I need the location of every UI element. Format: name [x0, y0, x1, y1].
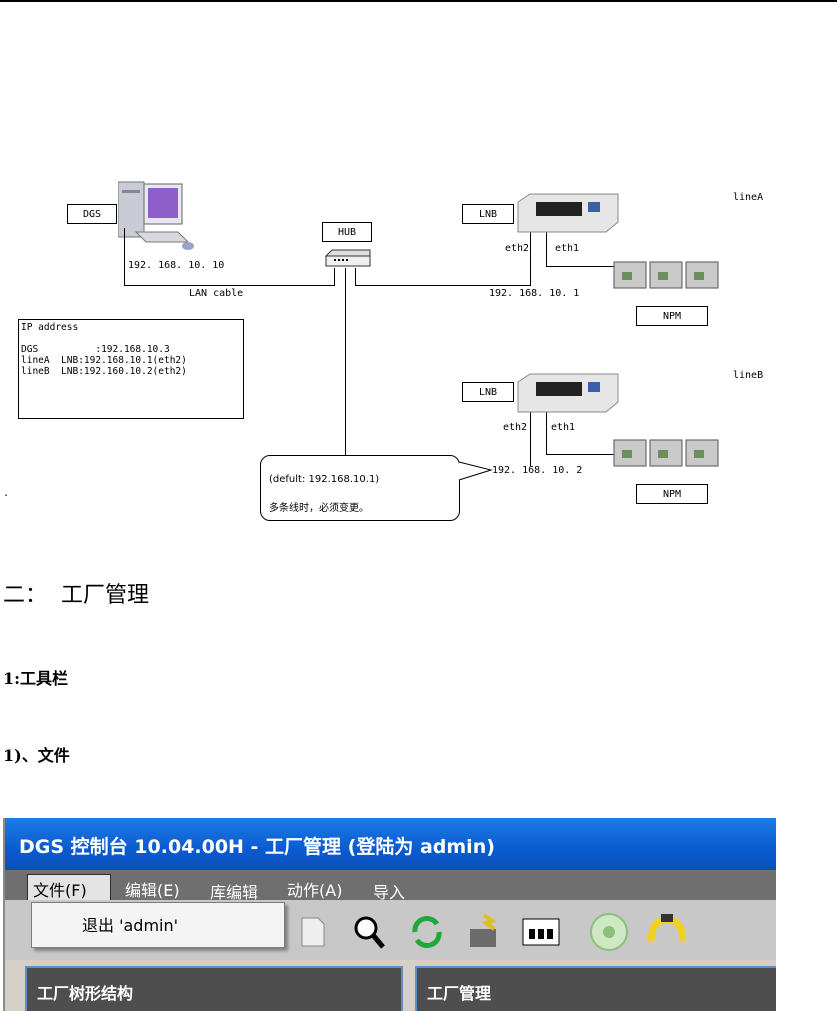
hub-icon	[324, 248, 372, 268]
subheading-file: 1)、文件	[3, 746, 70, 765]
ip-box-dgs: DGS :192.168.10.3	[21, 344, 170, 355]
section-heading: 二： 工厂管理	[3, 583, 149, 608]
top-rule	[0, 0, 837, 2]
wire-lnba-eth1	[546, 232, 547, 266]
wire-lnbb-npm	[546, 454, 616, 455]
lnb-a-label: LNB	[462, 204, 514, 224]
callout-pointer	[458, 461, 493, 481]
menu-action[interactable]: 动作(A)	[287, 881, 343, 900]
server-icon	[516, 192, 620, 234]
lnb-b-label: LNB	[462, 382, 514, 402]
search-icon[interactable]	[349, 912, 389, 952]
server-icon	[516, 372, 620, 414]
hub-label: HUB	[322, 222, 372, 242]
menu-file-highlight	[27, 874, 111, 902]
menu-edit[interactable]: 编辑(E)	[125, 881, 180, 900]
ip-address-box: IP address DGS :192.168.10.3 lineA LNB:1…	[18, 319, 244, 419]
callout-default-ip: (defult: 192.168.10.1)	[269, 474, 380, 485]
dgs-label: DGS	[67, 204, 117, 224]
factory-management-title: 工厂管理	[427, 984, 492, 1003]
menu-file[interactable]: 文件(F)	[33, 881, 87, 900]
lnb-b-eth2: eth2	[503, 422, 528, 433]
factory-tree-panel: 工厂树形结构	[25, 966, 403, 1011]
ip-box-line-b: lineB LNB:192.160.10.2(eth2)	[21, 366, 187, 377]
callout-note: (defult: 192.168.10.1) 多条线时，必须变更。	[260, 455, 460, 521]
stack-money-icon[interactable]	[465, 912, 505, 952]
dgs-ip: 192. 168. 10. 10	[128, 260, 225, 271]
lnb-a-ip: 192. 168. 10. 1	[489, 288, 580, 299]
lnb-a-eth1: eth1	[555, 243, 580, 254]
app-screenshot: DGS 控制台 10.04.00H - 工厂管理 (登陆为 admin) 文件(…	[3, 818, 776, 1011]
wire-hub-lnba	[355, 285, 531, 286]
npm-machines-icon	[612, 256, 724, 294]
lnb-b-ip: 192. 168. 10. 2	[492, 465, 583, 476]
line-a-label: lineA	[733, 192, 764, 203]
menu-library-edit[interactable]: 库编辑	[210, 883, 259, 902]
ip-box-title: IP address	[21, 322, 79, 333]
wire-dgs-down	[124, 228, 125, 285]
computer-icon	[117, 180, 198, 255]
wire-lnba-npm	[546, 266, 616, 267]
menu-item-logout[interactable]: 退出 'admin'	[82, 916, 179, 935]
wire-lnba-eth2	[530, 232, 531, 286]
gripper-icon[interactable]	[645, 912, 685, 952]
callout-warning: 多条线时，必须变更。	[269, 503, 369, 514]
npm-machines-icon	[612, 434, 724, 472]
npm-a-label: NPM	[636, 306, 708, 326]
lnb-b-eth1: eth1	[551, 422, 576, 433]
factory-management-panel: 工厂管理	[415, 966, 776, 1011]
npm-b-label: NPM	[636, 484, 708, 504]
window-title: DGS 控制台 10.04.00H - 工厂管理 (登陆为 admin)	[19, 836, 495, 858]
subheading-toolbar: 1:工具栏	[3, 669, 69, 688]
wire-dgs-hub	[124, 285, 334, 286]
lan-cable-label: LAN cable	[189, 288, 244, 299]
file-dropdown-menu: 退出 'admin'	[31, 902, 285, 948]
wire-hub-down	[345, 268, 346, 456]
document-icon[interactable]	[293, 912, 333, 952]
refresh-icon[interactable]	[407, 912, 447, 952]
window-titlebar: DGS 控制台 10.04.00H - 工厂管理 (登陆为 admin)	[5, 818, 776, 870]
expand-icon[interactable]	[589, 912, 629, 952]
machines-icon[interactable]	[521, 912, 561, 952]
line-b-label: lineB	[733, 370, 764, 381]
wire-hub-left	[334, 268, 335, 286]
wire-lnbb-eth1	[546, 410, 547, 454]
lnb-a-eth2: eth2	[505, 243, 530, 254]
menubar	[5, 870, 776, 900]
wire-hub-right-down	[355, 268, 356, 286]
wire-lnbb-eth2	[530, 410, 531, 466]
factory-tree-title: 工厂树形结构	[37, 984, 134, 1003]
stray-dot: .	[3, 488, 10, 499]
menu-import[interactable]: 导入	[373, 883, 406, 902]
ip-box-line-a: lineA LNB:192.168.10.1(eth2)	[21, 355, 187, 366]
